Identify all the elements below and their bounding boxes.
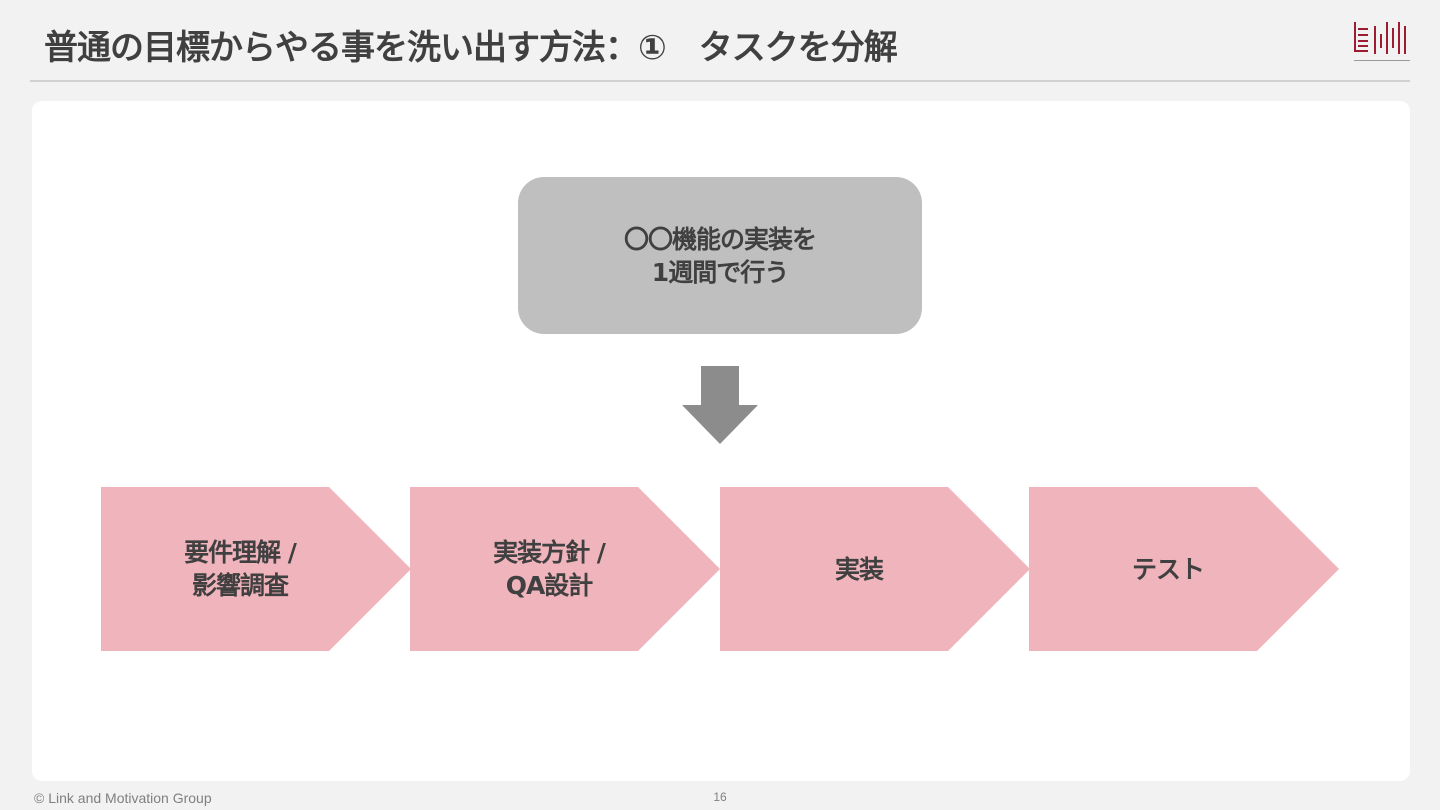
step-2-line-2: QA設計 xyxy=(505,571,594,600)
slide-title: 普通の目標からやる事を洗い出す方法：① タスクを分解 xyxy=(44,28,898,68)
page-number: 16 xyxy=(713,790,727,804)
lmg-logo-icon xyxy=(1354,22,1410,61)
step-3-line-1: 実装 xyxy=(834,554,884,584)
step-4-line-1: テスト xyxy=(1131,554,1205,584)
step-chevron-3: 実装 xyxy=(720,487,1030,651)
goal-line-1: 〇〇機能の実装を xyxy=(623,224,817,254)
title-divider xyxy=(30,80,1410,82)
goal-line-2: 1週間で行う xyxy=(651,257,789,287)
step-1-line-2: 影響調査 xyxy=(191,571,289,600)
step-chevron-2: 実装方針 / QA設計 xyxy=(410,487,720,651)
down-arrow-icon xyxy=(682,366,758,444)
step-chevron-4: テスト xyxy=(1029,487,1339,651)
step-1-line-1: 要件理解 / xyxy=(184,538,297,567)
goal-box: 〇〇機能の実装を 1週間で行う xyxy=(518,177,922,334)
step-2-line-1: 実装方針 / xyxy=(493,538,606,567)
step-chevron-1: 要件理解 / 影響調査 xyxy=(101,487,411,651)
footer-copyright: © Link and Motivation Group xyxy=(34,790,212,806)
